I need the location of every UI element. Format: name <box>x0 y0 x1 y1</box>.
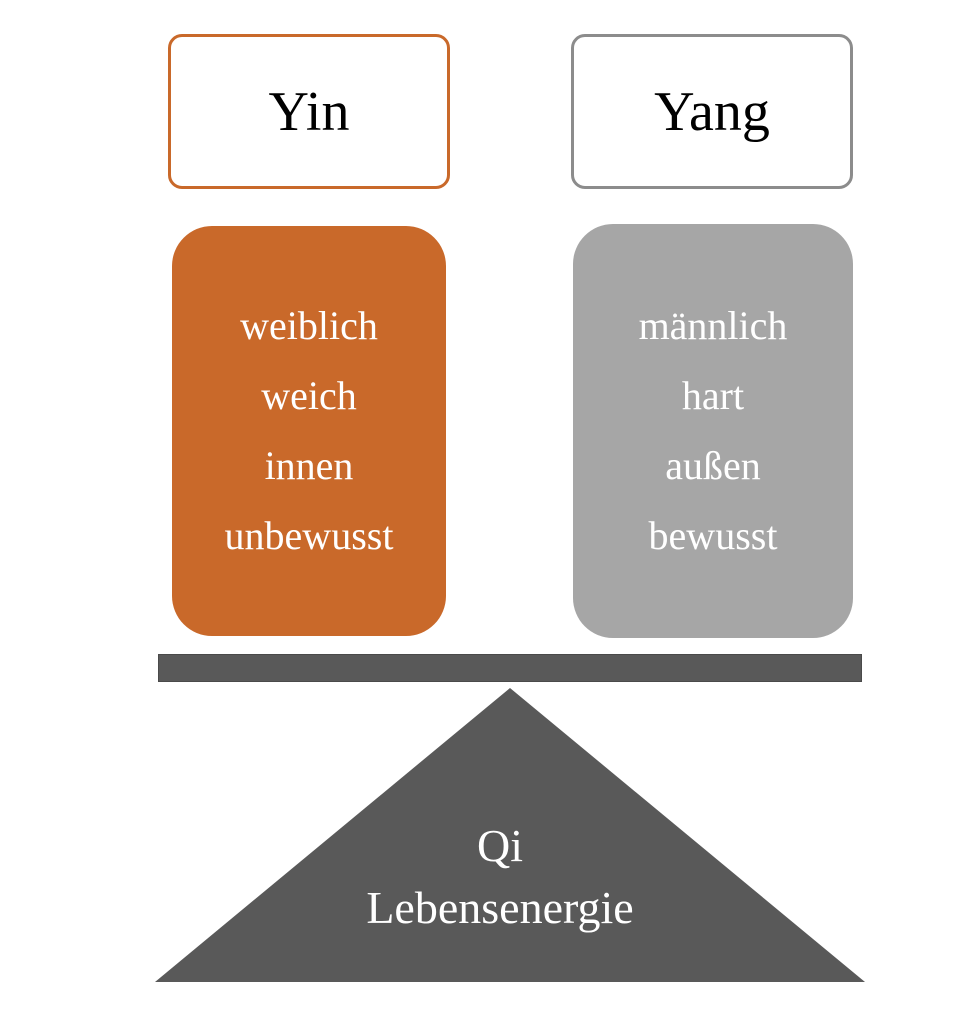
yin-trait: weich <box>261 373 357 418</box>
yang-trait: hart <box>681 373 745 418</box>
fulcrum-label-lebensenergie: Lebensenergie <box>366 882 634 933</box>
yin-traits-box: weiblich weich innen unbewusst <box>172 226 446 636</box>
yang-trait: außen <box>665 443 761 488</box>
yin-trait: innen <box>264 443 354 488</box>
balance-beam <box>158 654 862 682</box>
yin-title-box: Yin <box>168 34 450 189</box>
yin-title-label: Yin <box>268 80 350 143</box>
yang-trait: bewusst <box>648 513 778 558</box>
yang-trait: männlich <box>638 303 788 348</box>
yang-title-box: Yang <box>571 34 853 189</box>
yang-traits-box: männlich hart außen bewusst <box>573 224 853 638</box>
yin-trait: weiblich <box>240 303 378 348</box>
fulcrum-shape <box>155 688 865 982</box>
fulcrum-label-qi: Qi <box>477 820 523 871</box>
yin-trait: unbewusst <box>224 513 394 558</box>
yang-title-label: Yang <box>654 80 770 143</box>
fulcrum-label: Qi Lebensenergie <box>300 815 700 939</box>
fulcrum-triangle <box>155 688 865 982</box>
